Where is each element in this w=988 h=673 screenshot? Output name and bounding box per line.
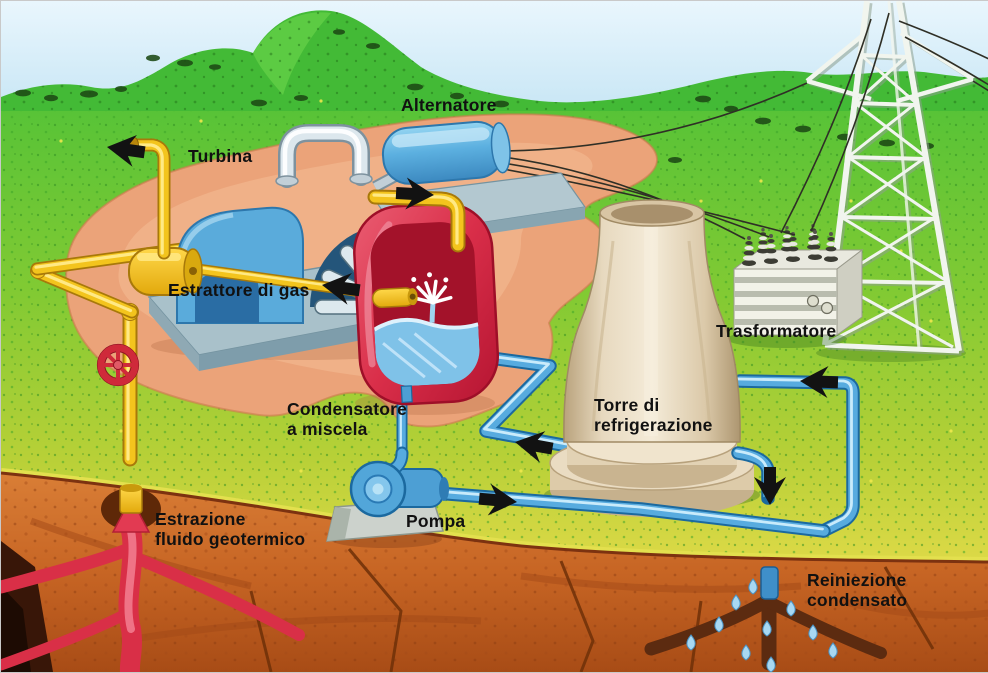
label-pompa: Pompa bbox=[406, 511, 466, 531]
cooling-tower bbox=[544, 199, 760, 517]
overhead-steam-duct bbox=[275, 124, 373, 188]
valve-wheel-icon bbox=[96, 343, 140, 387]
gas-stub-pipe bbox=[371, 287, 418, 309]
wellhead-underground bbox=[119, 484, 143, 514]
mixing-condenser bbox=[353, 202, 500, 406]
label-alternatore: Alternatore bbox=[401, 95, 497, 115]
spray-fountain-icon bbox=[410, 272, 453, 323]
label-estrattore: Estrattore di gas bbox=[168, 280, 310, 300]
reinjection-channels bbox=[644, 566, 887, 672]
reinjection-pipe-underground bbox=[760, 566, 779, 600]
hills bbox=[1, 10, 988, 141]
earth-cross-section bbox=[1, 471, 988, 672]
geothermal-fluid-veins bbox=[1, 484, 305, 672]
alternator bbox=[381, 120, 511, 185]
geothermal-fluid-arrow-icon bbox=[111, 496, 151, 533]
condenser-water bbox=[373, 317, 482, 388]
label-trasformatore: Trasformatore bbox=[716, 321, 837, 341]
label-turbina: Turbina bbox=[188, 146, 253, 166]
transformer bbox=[727, 224, 864, 348]
pump bbox=[326, 446, 449, 548]
steam-well-pipe bbox=[30, 225, 260, 459]
